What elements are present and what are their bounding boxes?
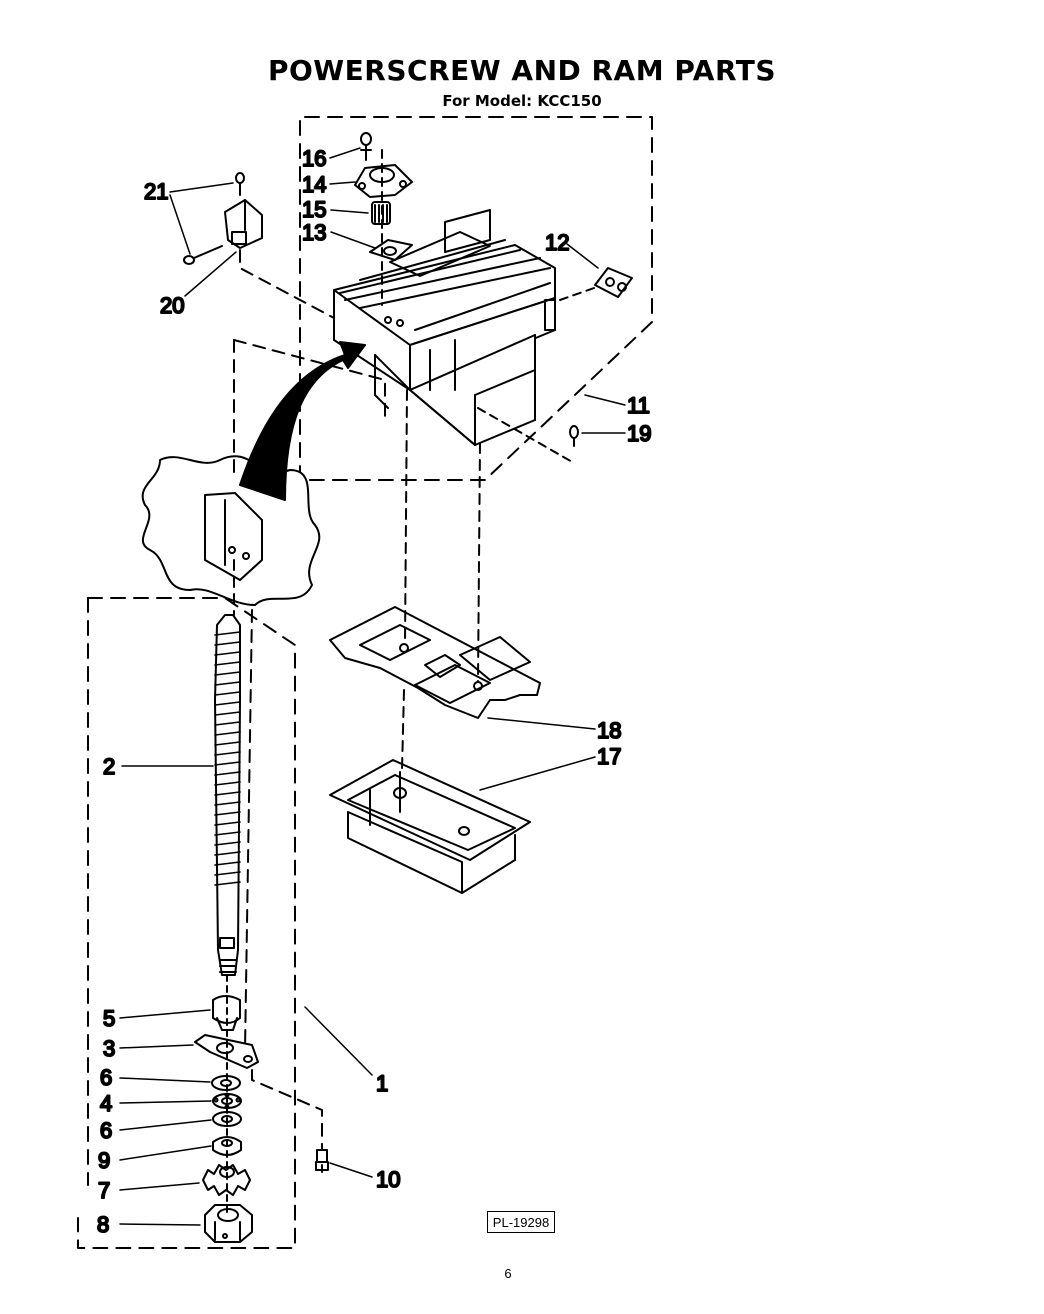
- part-2-powerscrew: [214, 614, 241, 976]
- callout-19: 19: [627, 421, 651, 446]
- callout-8: 8: [97, 1212, 109, 1237]
- model-subtitle: For Model: KCC150: [442, 92, 602, 110]
- callout-10: 10: [376, 1167, 400, 1192]
- page-title: POWERSCREW AND RAM PARTS: [267, 54, 777, 87]
- callout-9: 9: [98, 1148, 110, 1173]
- detail-arrow: [239, 341, 366, 501]
- part-18-gasket: [329, 606, 541, 719]
- callout-14: 14: [302, 172, 326, 197]
- callout-1: 1: [376, 1071, 388, 1096]
- gear-case-housing: [333, 209, 556, 446]
- part-21-screw-top: [235, 172, 245, 196]
- parts-list-code: PL-19298: [487, 1211, 555, 1233]
- callout-12: 12: [545, 230, 569, 255]
- part-10-screw: [315, 1149, 329, 1173]
- callout-20: 20: [160, 293, 184, 318]
- part-17-pan: [329, 759, 531, 894]
- callout-4: 4: [100, 1091, 112, 1116]
- callout-6-upper: 6: [100, 1065, 112, 1090]
- part-12-clip: [594, 267, 633, 298]
- callout-6-lower: 6: [100, 1118, 112, 1143]
- upper-assembly-boundary: [299, 116, 653, 481]
- callout-15: 15: [302, 197, 326, 222]
- callout-3: 3: [103, 1036, 115, 1061]
- callout-5: 5: [103, 1006, 115, 1031]
- callout-21: 21: [144, 179, 168, 204]
- callout-2: 2: [103, 754, 115, 779]
- part-13-plate: [369, 239, 413, 261]
- part-14-bearing-cap: [354, 164, 413, 198]
- part-21-screw-side: [183, 245, 223, 265]
- lower-assembly-boundary: [77, 597, 296, 1249]
- part-19-screw: [569, 425, 579, 447]
- callout-17: 17: [597, 744, 621, 769]
- detail-inset: [141, 455, 321, 606]
- part-20-bracket: [224, 199, 263, 249]
- leader-lines: [119, 147, 626, 1226]
- callout-7: 7: [98, 1178, 110, 1203]
- page-number: 6: [504, 1266, 512, 1281]
- part-8-nut: [204, 1204, 253, 1243]
- callout-16: 16: [302, 146, 326, 171]
- part-16-screw: [360, 132, 372, 161]
- callout-18: 18: [597, 718, 621, 743]
- callout-11: 11: [627, 393, 650, 418]
- callout-13: 13: [302, 220, 326, 245]
